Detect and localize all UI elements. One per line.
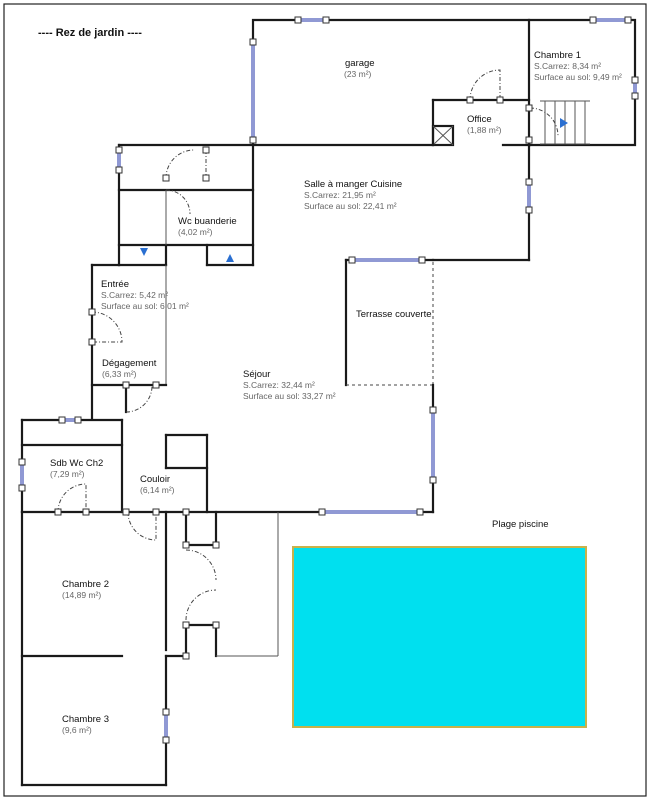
office-area: (1,88 m²) <box>467 125 502 135</box>
salle-carrez: S.Carrez: 21,95 m² <box>304 190 376 200</box>
chambre3-name: Chambre 3 <box>62 714 109 725</box>
doors <box>57 69 559 621</box>
terrasse-name: Terrasse couverte <box>356 309 432 320</box>
wc-buanderie-name: Wc buanderie <box>178 216 237 227</box>
chambre1-sol: Surface au sol: 9,49 m² <box>534 72 622 82</box>
room-labels: garage (23 m²) Chambre 1 S.Carrez: 8,34 … <box>50 50 622 735</box>
chambre1-carrez: S.Carrez: 8,34 m² <box>534 61 601 71</box>
plan-frame <box>3 3 647 797</box>
garage-name: garage <box>345 58 375 69</box>
entree-name: Entrée <box>101 279 129 290</box>
degagement-area: (6,33 m²) <box>102 369 137 379</box>
garage-area: (23 m²) <box>344 69 372 79</box>
entree-carrez: S.Carrez: 5,42 m² <box>101 290 168 300</box>
wc-buanderie-area: (4,02 m²) <box>178 227 213 237</box>
plage-name: Plage piscine <box>492 519 549 530</box>
chambre3-area: (9,6 m²) <box>62 725 92 735</box>
couloir-name: Couloir <box>140 474 170 485</box>
sejour-carrez: S.Carrez: 32,44 m² <box>243 380 315 390</box>
plan-title: ---- Rez de jardin ---- <box>38 27 142 39</box>
sejour-sol: Surface au sol: 33,27 m² <box>243 391 336 401</box>
chambre1-name: Chambre 1 <box>534 50 581 61</box>
sdb-area: (7,29 m²) <box>50 469 85 479</box>
walls <box>20 18 637 787</box>
stairs <box>540 100 590 145</box>
sejour-name: Séjour <box>243 369 270 380</box>
degagement-name: Dégagement <box>102 358 157 369</box>
vent-arrow-icon <box>226 254 234 262</box>
chambre2-area: (14,89 m²) <box>62 590 101 600</box>
stairs-arrow-icon <box>560 118 568 128</box>
swimming-pool <box>292 546 587 728</box>
entree-sol: Surface au sol: 6,01 m² <box>101 301 189 311</box>
chambre2-name: Chambre 2 <box>62 579 109 590</box>
office-name: Office <box>467 114 492 125</box>
couloir-area: (6,14 m²) <box>140 485 175 495</box>
vent-arrow-icon <box>140 248 148 256</box>
salle-sol: Surface au sol: 22,41 m² <box>304 201 397 211</box>
salle-name: Salle à manger Cuisine <box>304 179 402 190</box>
wall-nodes <box>18 16 639 744</box>
sdb-name: Sdb Wc Ch2 <box>50 458 103 469</box>
